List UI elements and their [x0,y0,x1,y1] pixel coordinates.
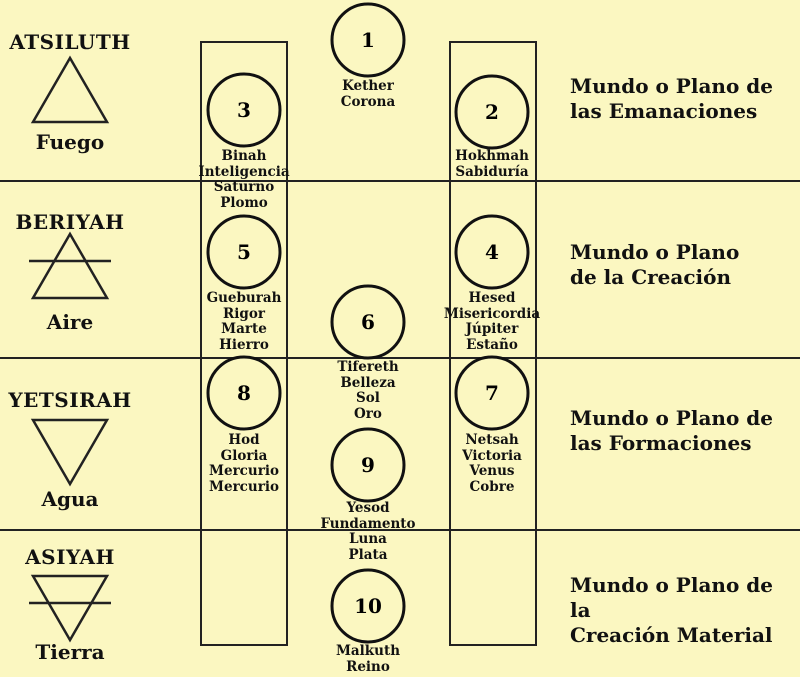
left-pillar [200,41,288,646]
fire-triangle-icon [30,55,110,124]
sephirah-number-2: 2 [485,100,499,124]
sephirah-number-8: 8 [237,381,251,405]
sephirah-attribute: Malkuth [335,643,401,659]
element-name-tierra: Tierra [35,640,105,664]
element-name-agua: Agua [41,487,99,511]
plane-description-creacion: Mundo o Plano de la Creación [570,240,740,289]
world-name-asiyah: ASIYAH [25,545,115,569]
sephirah-attribute: Victoria [462,447,522,464]
sephirah-attribute: Cobre [469,478,515,495]
sephirah-attribute: Binah [221,148,267,164]
sephirah-attribute: Mercurio [209,478,279,495]
sephirah-attribute: Netsah [465,432,519,448]
sephirah-attribute: Rigor [223,305,265,322]
sephirah-attribute: Júpiter [465,321,519,337]
plane-description-formaciones: Mundo o Plano de las Formaciones [570,406,773,455]
sephirah-attribute: Estaño [466,336,518,353]
sephirah-number-9: 9 [361,453,375,477]
sephirah-attribute: Kether [342,78,394,94]
sephirah-attribute: Hierro [219,336,269,353]
sephirah-circle-6 [330,284,406,360]
sephirah-number-5: 5 [237,240,251,264]
sephirah-attribute: Plata [348,546,388,563]
sephirah-attribute: Plomo [220,194,268,211]
sephirah-number-6: 6 [361,310,375,334]
sephirah-attribute: Saturno [213,179,275,195]
sephirah-attribute: Tifereth [337,359,399,375]
sephirah-attribute: Hod [228,432,260,448]
sephirah-attribute: Inteligencia [198,163,290,180]
sephirah-circle-5 [206,214,282,290]
sephirah-number-10: 10 [354,594,382,618]
sephirah-attribute: Misericordia [443,305,541,322]
sephirah-number-7: 7 [485,381,499,405]
sephirah-attribute: Reino [346,658,390,675]
sephirah-attribute: Hokhmah [455,148,529,164]
sephirah-circle-9 [330,427,406,503]
sephirah-number-4: 4 [485,240,499,264]
plane-description-emanaciones: Mundo o Plano de las Emanaciones [570,74,773,123]
sephirah-attribute: Hesed [468,290,516,306]
sephirah-circle-1 [330,2,406,78]
sephirah-circle-4 [454,214,530,290]
sephirah-number-3: 3 [237,98,251,122]
sephirah-attribute: Belleza [340,374,396,391]
world-name-beriyah: BERIYAH [15,210,125,234]
sephirah-attribute: Marte [221,321,267,337]
right-pillar [449,41,537,646]
plane-description-creacion-material: Mundo o Plano de la Creación Material [570,573,773,647]
sephirah-attribute: Venus [469,463,515,479]
sephirah-attribute: Oro [354,405,382,422]
water-triangle-icon [30,418,110,487]
air-triangle-icon [29,231,111,300]
sephirah-circle-10 [330,568,406,644]
sephirah-attribute: Sol [356,390,380,406]
sephirah-attribute: Yesod [346,500,390,516]
element-name-aire: Aire [46,310,94,334]
sephirah-attribute: Mercurio [209,463,279,479]
sephirah-attribute: Gueburah [206,290,282,306]
element-name-fuego: Fuego [35,130,105,154]
world-name-yetsirah: YETSIRAH [8,388,132,412]
sephirah-attribute: Luna [349,531,387,547]
sephirah-circle-7 [454,355,530,431]
sephirah-circle-2 [454,74,530,150]
sephirah-attribute: Corona [340,93,396,110]
sephirah-attribute: Sabiduría [455,163,529,180]
world-name-atsiluth: ATSILUTH [9,30,131,54]
sephirah-circle-8 [206,355,282,431]
sephirah-attribute: Gloria [220,447,268,464]
sephirah-number-1: 1 [361,28,375,52]
sephirah-attribute: Fundamento [320,515,416,532]
sephirah-circle-3 [206,72,282,148]
earth-triangle-icon [29,574,111,643]
